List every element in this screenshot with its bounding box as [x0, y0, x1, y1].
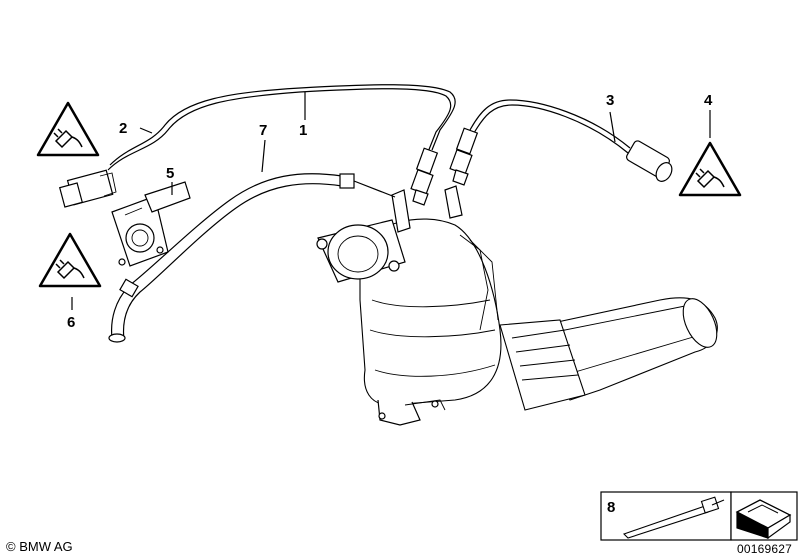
- callout-1: 1: [299, 122, 307, 139]
- callout-8: 8: [607, 499, 615, 516]
- connector-warning-triangle-icon: [678, 141, 742, 197]
- document-id: 00169627: [737, 542, 792, 556]
- oxygen-sensor-rear[interactable]: [449, 99, 675, 186]
- navigation-arrow-icon: [735, 499, 792, 540]
- callout-3: 3: [606, 92, 614, 109]
- catalytic-converter[interactable]: [316, 185, 724, 426]
- oxygen-sensor-front[interactable]: [58, 84, 456, 208]
- leader-lines: [71, 92, 711, 310]
- inset-cable-tie-box[interactable]: 8: [600, 491, 732, 541]
- callout-4: 4: [704, 92, 713, 109]
- connector-warning-triangle-icon: [38, 232, 102, 288]
- inset-arrow-box[interactable]: [730, 491, 798, 541]
- callout-7: 7: [259, 122, 267, 139]
- cable-tie-icon: [622, 496, 725, 539]
- callout-5: 5: [166, 165, 174, 182]
- copyright-label: © BMW AG: [6, 539, 73, 554]
- callout-2: 2: [119, 120, 127, 137]
- callout-6: 6: [67, 314, 75, 331]
- vacuum-hose[interactable]: [108, 173, 396, 343]
- connector-warning-triangle-icon: [36, 101, 100, 157]
- pressure-sensor[interactable]: [111, 181, 191, 267]
